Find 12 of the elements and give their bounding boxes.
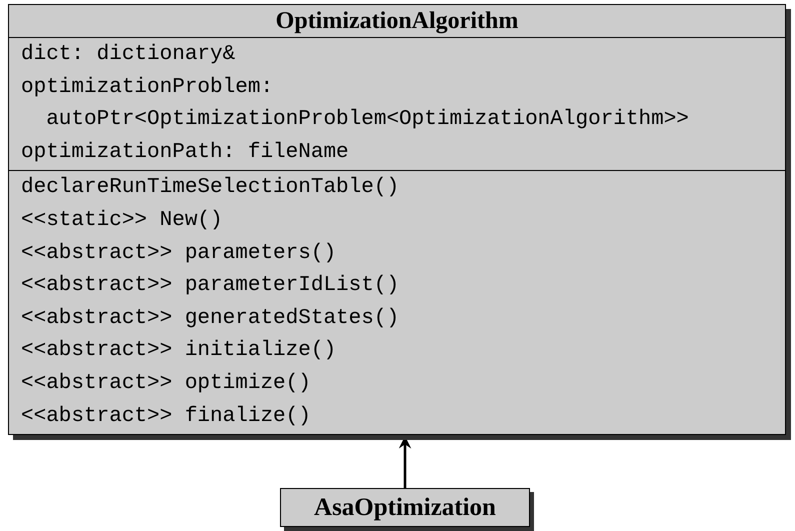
method-text: declareRunTimeSelectionTable() [21, 175, 400, 202]
attribute-text: optimizationPath: fileName [21, 140, 350, 166]
method-text: <<abstract>> generatedStates() [21, 306, 400, 332]
method-text: <<abstract>> initialize() [21, 338, 338, 364]
class-name: OptimizationAlgorithm [274, 7, 520, 36]
method-text: <<abstract>> parameterIdList() [21, 273, 400, 300]
method-text: <<abstract>> finalize() [21, 404, 312, 430]
method-text: <<abstract>> optimize() [21, 370, 312, 397]
attribute-text: dict: dictionary& [21, 42, 236, 68]
class-name: AsaOptimization [313, 493, 497, 523]
method-text: <<static>> New() [21, 208, 224, 234]
method-text: <<abstract>> parameters() [21, 240, 338, 267]
